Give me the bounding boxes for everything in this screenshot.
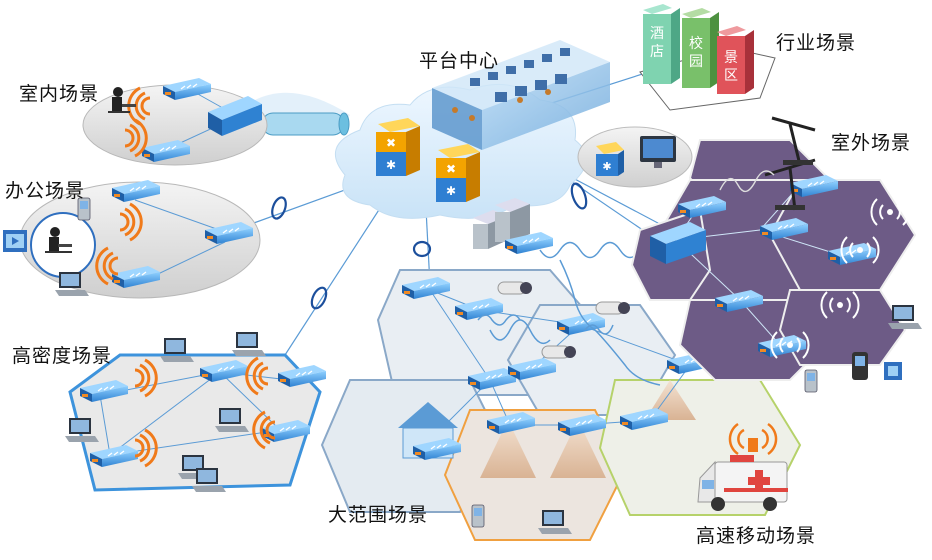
label-wide-area: 大范围场景	[328, 504, 429, 526]
tag-icon	[884, 362, 902, 380]
indoor-switch	[208, 96, 262, 136]
label-platform: 平台中心	[419, 50, 500, 72]
high-density-scene	[65, 332, 327, 492]
monitor-station: ✱	[577, 126, 693, 188]
camera-icon	[541, 345, 576, 359]
person-icon	[108, 87, 136, 113]
person-icon	[45, 227, 72, 253]
wide-area-scene	[320, 269, 802, 541]
industry-text-2b: 区	[724, 68, 738, 84]
video-icon	[3, 230, 27, 252]
svg-text:✱: ✱	[602, 160, 611, 173]
industry-text-0b: 店	[650, 44, 664, 60]
industry-block-scenic	[717, 26, 754, 94]
platform-center	[432, 40, 610, 150]
oil-pump-icon	[771, 116, 816, 166]
camera-icon	[595, 301, 630, 315]
ambulance-icon	[697, 455, 788, 511]
label-outdoor: 室外场景	[831, 132, 912, 154]
wifi-signal-icon	[820, 291, 860, 319]
label-indoor: 室内场景	[19, 83, 100, 105]
office-scene	[3, 179, 261, 299]
controller-box-1: ✖ ✱	[376, 118, 420, 176]
svg-text:✖: ✖	[386, 136, 396, 150]
camera-icon	[497, 281, 532, 295]
label-high-density: 高密度场景	[12, 345, 113, 367]
wifi-signal-icon	[870, 198, 910, 226]
server-icon	[473, 198, 554, 255]
svg-text:✱: ✱	[446, 184, 456, 198]
controller-box-2: ✖ ✱	[436, 144, 480, 202]
wifi-signal-icon	[840, 236, 880, 264]
wifi-signal-icon	[728, 422, 778, 456]
label-high-speed: 高速移动场景	[696, 525, 817, 547]
industry-text-2: 景	[724, 50, 738, 66]
label-industry: 行业场景	[776, 32, 857, 54]
industry-block-hotel	[643, 4, 680, 84]
wifi-signal-icon	[770, 331, 810, 359]
industry-text-1b: 园	[689, 54, 703, 70]
outdoor-core-switch	[650, 222, 706, 264]
svg-text:✱: ✱	[386, 158, 396, 172]
indoor-scene	[82, 77, 268, 166]
svg-text:✖: ✖	[446, 162, 456, 176]
industry-text-0: 酒	[650, 26, 664, 42]
outdoor-scene	[630, 116, 922, 393]
scanner-icon	[852, 352, 868, 380]
label-office: 办公场景	[5, 180, 86, 202]
tunnel-pipe	[255, 92, 350, 136]
industry-text-1: 校	[689, 35, 703, 52]
industry-block-campus	[682, 8, 719, 88]
